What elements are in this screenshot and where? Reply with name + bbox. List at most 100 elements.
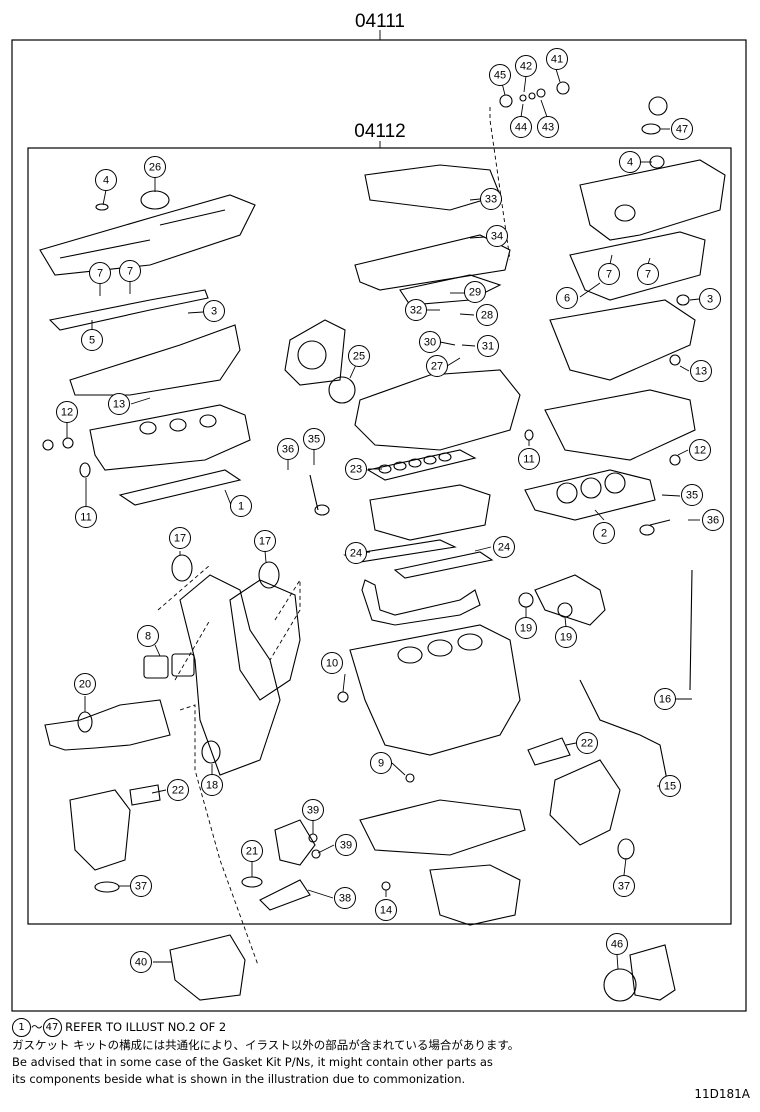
callout-number-36: 36 [707,515,719,527]
callout-number-24: 24 [498,542,510,554]
callout-number-11: 11 [80,512,91,524]
english-note-line2: its components beside what is shown in t… [12,1072,466,1086]
callout-number-36: 36 [282,444,294,456]
notes-block: 1～47 REFER TO ILLUST NO.2 OF 2 ガスケット キット… [12,1018,752,1088]
inner-kit-frame [27,147,732,925]
callout-number-37: 37 [618,881,630,893]
callout-circle-40 [130,951,152,973]
callout-circle-47 [671,118,693,140]
callout-number-11: 11 [523,454,534,466]
callout-circle-24 [345,542,367,564]
callout-number-20: 20 [79,679,91,691]
callout-number-12: 12 [694,445,706,457]
ref-text: REFER TO ILLUST NO.2 OF 2 [65,1020,227,1034]
outer-kit-frame [11,39,747,1012]
callout-number-17: 17 [259,536,271,548]
callout-number-35: 35 [686,490,698,502]
callout-number-13: 13 [113,399,125,411]
callout-number-3: 3 [211,306,217,318]
callout-circle-22 [167,779,189,801]
callout-circle-43 [537,116,559,138]
callout-circle-12 [689,439,711,461]
callout-circle-9 [370,752,392,774]
callout-circle-31 [477,335,499,357]
refer-line: 1～47 REFER TO ILLUST NO.2 OF 2 [12,1018,752,1037]
callout-circle-45 [489,64,511,86]
callout-number-22: 22 [581,738,593,750]
callout-circle-42 [515,55,537,77]
callout-circle-18 [201,774,223,796]
callout-circle-25 [348,345,370,367]
callout-number-19: 19 [520,623,532,635]
callout-circle-16 [654,688,676,710]
inner-kit-label: 04112 [354,121,405,142]
callout-circle-32 [405,299,427,321]
callout-number-16: 16 [659,694,671,706]
callout-number-38: 38 [339,893,351,905]
outer-kit-label: 04111 [355,11,405,32]
callout-circle-41 [546,48,568,70]
callout-number-26: 26 [149,162,161,174]
callout-number-7: 7 [645,269,651,281]
leader-lines [66,68,700,970]
callout-circle-7 [637,263,659,285]
callout-circle-36 [702,509,724,531]
callout-circle-10 [321,652,343,674]
callout-circle-30 [419,331,441,353]
ref-to-circle: 47 [42,1018,62,1037]
callout-circle-12 [56,401,78,423]
callout-circle-21 [241,840,263,862]
callout-circle-2 [593,522,615,544]
callout-number-30: 30 [424,337,436,349]
callout-number-23: 23 [350,464,362,476]
callout-circle-39 [335,834,357,856]
part-sketches [39,81,726,1002]
callout-number-7: 7 [97,268,103,280]
callout-circle-7 [89,262,111,284]
ref-tilde: ～ [31,1020,43,1034]
callout-number-10: 10 [326,658,338,670]
callout-number-47: 47 [676,124,688,136]
callout-circle-15 [659,775,681,797]
ref-from-circle: 1 [12,1018,31,1037]
callout-number-40: 40 [135,957,147,969]
callout-number-1: 1 [238,501,244,513]
callout-number-12: 12 [61,407,73,419]
callout-circle-5 [81,329,103,351]
callout-circle-3 [203,300,225,322]
callout-number-6: 6 [564,293,570,305]
callout-circle-13 [108,393,130,415]
callout-number-7: 7 [606,269,612,281]
callout-number-19: 19 [560,632,572,644]
callout-circle-4 [619,151,641,173]
callout-number-39: 39 [307,805,319,817]
callout-circle-35 [681,484,703,506]
callout-circle-19 [555,626,577,648]
callout-number-32: 32 [410,305,422,317]
callout-number-28: 28 [481,310,493,322]
callout-number-46: 46 [611,939,623,951]
callout-number-27: 27 [431,361,443,373]
callout-circle-11 [518,448,540,470]
callout-number-41: 41 [551,54,563,66]
callout-number-4: 4 [627,157,633,169]
callout-circle-27 [426,355,448,377]
callout-circle-26 [144,156,166,178]
callout-circle-3 [699,288,721,310]
callout-circle-35 [303,428,325,450]
callout-circle-20 [74,673,96,695]
callout-number-44: 44 [515,122,527,134]
callout-circle-24 [493,536,515,558]
callout-number-5: 5 [89,335,95,347]
callout-circle-46 [606,933,628,955]
callout-circle-7 [598,263,620,285]
callout-number-4: 4 [103,175,109,187]
callout-number-25: 25 [353,351,365,363]
japanese-note: ガスケット キットの構成には共通化により、イラスト以外の部品が含まれている場合が… [12,1038,520,1052]
callout-number-9: 9 [378,758,384,770]
callout-circle-23 [345,458,367,480]
callout-circle-13 [690,360,712,382]
callout-circle-17 [169,527,191,549]
